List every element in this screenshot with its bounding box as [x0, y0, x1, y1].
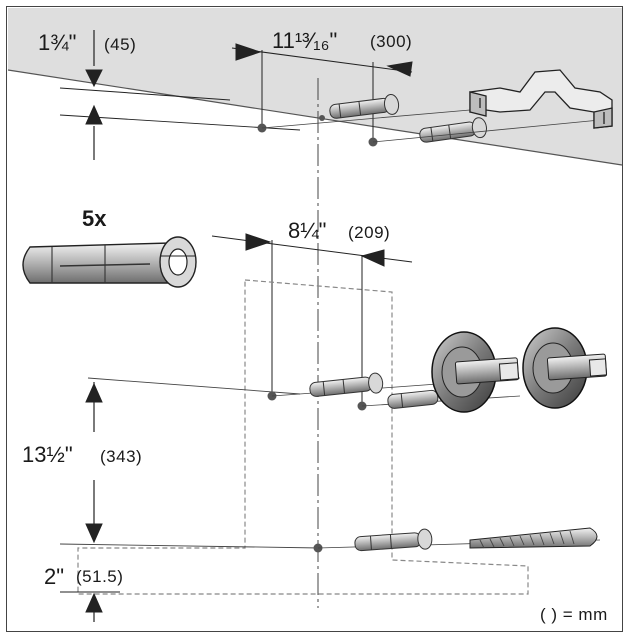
top-gap-metric: (45): [104, 35, 137, 54]
dim-vertical-spacing: [59, 382, 321, 549]
anchor-spacing-imperial: 8¼": [288, 218, 327, 243]
mounting-disc-right: [522, 327, 608, 409]
units-legend: ( ) = mm: [540, 605, 608, 624]
anchor-detail: [22, 236, 197, 288]
anchor-spacing-metric: (209): [348, 223, 391, 242]
dim-bottom-gap: [60, 591, 120, 622]
appliance-outline: [77, 279, 529, 595]
mounting-bracket: [469, 69, 613, 129]
top-gap-imperial: 1¾": [38, 30, 77, 55]
quantity-label: 5x: [82, 206, 107, 231]
screw: [469, 527, 598, 549]
mounting-disc-left: [431, 331, 520, 413]
bracket-spacing-imperial: 11¹³⁄₁₆": [272, 28, 338, 53]
bottom-gap-imperial: 2": [44, 564, 65, 589]
vertical-spacing-imperial: 13½": [22, 442, 73, 467]
bottom-gap-metric: (51.5): [76, 567, 124, 586]
ceiling-anchors: [257, 93, 601, 147]
wall-anchor-bottom: [313, 528, 601, 553]
vertical-spacing-metric: (343): [100, 447, 143, 466]
bracket-spacing-metric: (300): [370, 32, 413, 51]
ceiling-edge: [7, 69, 623, 166]
